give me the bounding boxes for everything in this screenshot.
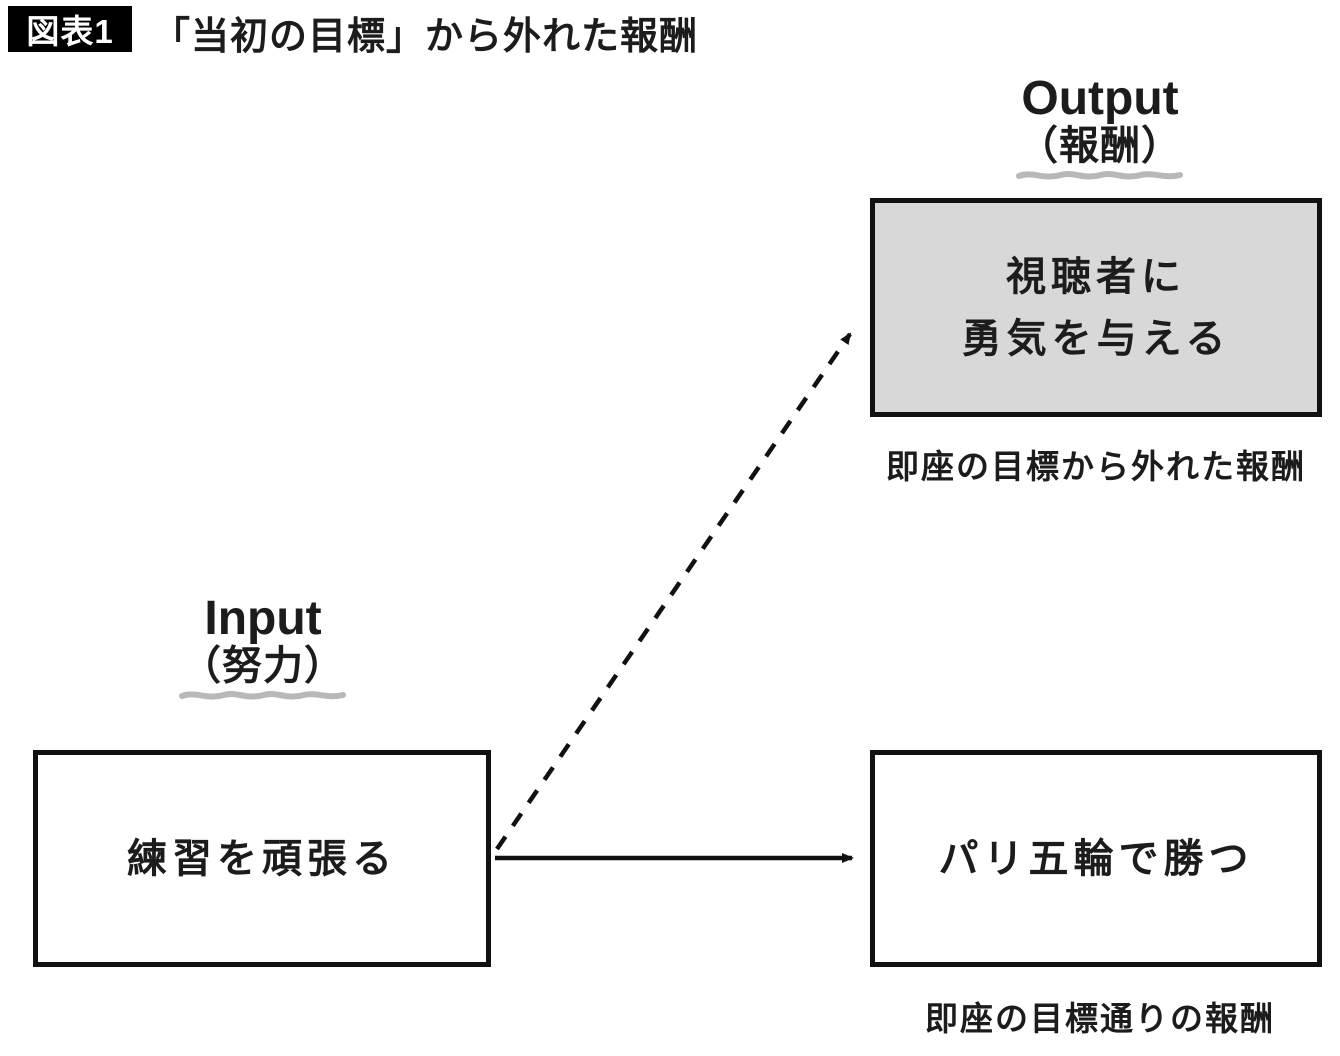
figure-number-label: 図表1 [26, 13, 114, 50]
node-practice-label: 練習を頑張る [127, 836, 397, 881]
input-label-ja: （努力） [181, 643, 345, 688]
node-paris-win: パリ五輪で勝つ [870, 750, 1322, 967]
caption-on-target-reward: 即座の目標通りの報酬 [925, 1000, 1275, 1037]
scribble-underline-icon [1016, 171, 1183, 180]
output-label-ja: （報酬） [1018, 123, 1182, 168]
node-viewer-courage-line2: 勇気を与える [961, 316, 1231, 361]
output-group-label: Output （報酬） [950, 72, 1250, 183]
input-group-label: Input （努力） [118, 592, 408, 703]
node-viewer-courage-line1: 視聴者に [1006, 254, 1186, 299]
node-paris-win-label: パリ五輪で勝つ [938, 836, 1254, 881]
figure-title: 「当初の目標」から外れた報酬 [152, 16, 699, 58]
output-label-en: Output [1021, 72, 1179, 125]
caption-off-target-reward: 即座の目標から外れた報酬 [886, 448, 1306, 485]
node-viewer-courage: 視聴者に 勇気を与える [870, 198, 1322, 417]
input-label-en: Input [204, 592, 322, 645]
figure-number-badge: 図表1 [8, 6, 132, 52]
scribble-underline-icon [179, 691, 346, 700]
node-practice: 練習を頑張る [33, 750, 491, 967]
dashed-arrow [495, 332, 852, 851]
